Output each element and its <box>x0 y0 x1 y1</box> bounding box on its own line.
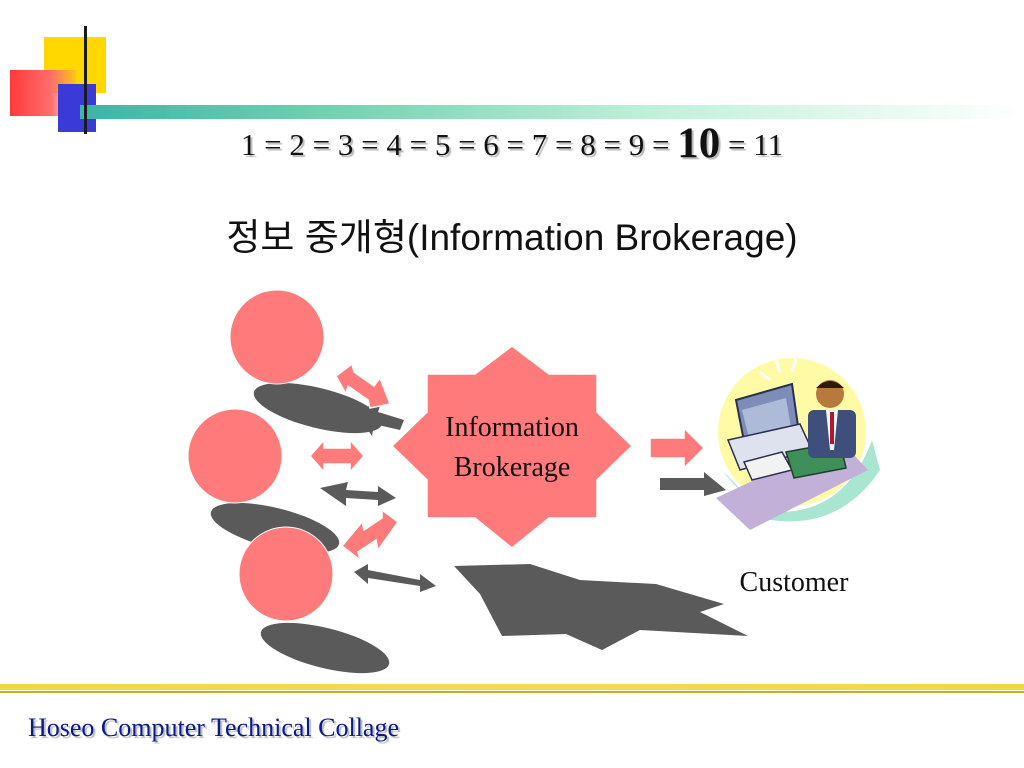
double-arrow-3 <box>340 508 400 562</box>
customer-label: Customer <box>739 567 849 598</box>
customer-computer-icon <box>716 357 880 530</box>
provider-circle-2 <box>187 408 283 504</box>
equation-before: 1 = 2 = 3 = 4 = 5 = 6 = 7 = 8 = 9 = <box>240 127 670 162</box>
provider-circle-3 <box>238 526 334 622</box>
arrow-shadow-1 <box>356 400 404 436</box>
information-brokerage-star <box>390 345 634 549</box>
header-vertical-line <box>84 26 87 134</box>
provider-shadow-1 <box>253 382 383 434</box>
footer-text: Hoseo Computer Technical Collage <box>28 713 399 742</box>
broker-to-customer-arrow <box>649 426 706 470</box>
broker-shadow <box>454 564 748 650</box>
arrow-shadow-3 <box>354 564 436 592</box>
broker-label-line1: Information <box>445 412 579 443</box>
arrow-shadow-2 <box>320 482 396 506</box>
broker-label-line2: Brokerage <box>453 452 571 483</box>
footer-rule-underline <box>0 691 1024 693</box>
slide-title: 정보 중개형(Information Brokerage) <box>226 217 798 258</box>
footer-rule <box>0 684 1024 690</box>
header-gradient-bar <box>80 105 1024 119</box>
slide-equation: 1 = 2 = 3 = 4 = 5 = 6 = 7 = 8 = 9 = 10 =… <box>0 118 1024 170</box>
equation-after: = 11 <box>728 127 784 162</box>
equation-highlight: 10 <box>677 120 721 167</box>
provider-circle-1 <box>229 289 325 385</box>
double-arrow-2 <box>309 438 365 474</box>
provider-shadow-3 <box>260 622 390 674</box>
arrow-shadow-4 <box>660 472 726 496</box>
double-arrow-1 <box>335 362 392 409</box>
